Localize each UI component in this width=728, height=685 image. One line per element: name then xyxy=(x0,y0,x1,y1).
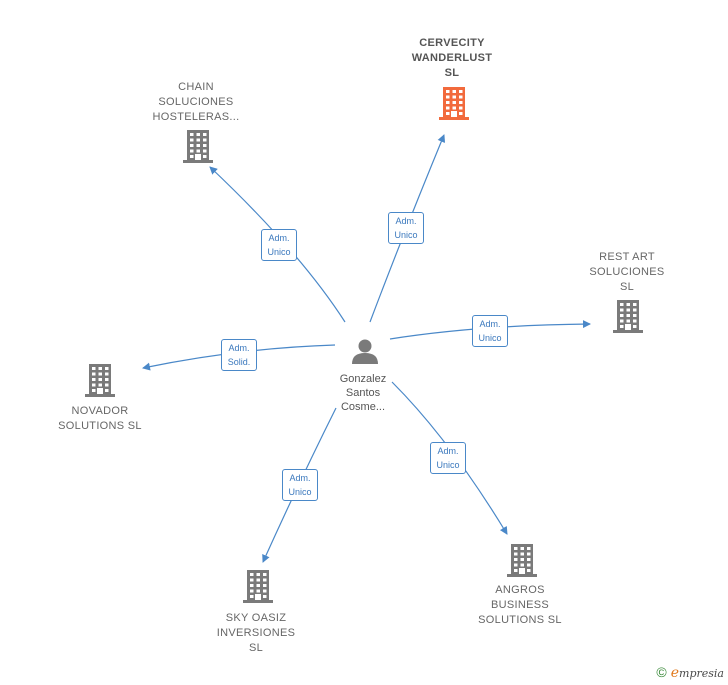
brand-watermark: ©empresia xyxy=(656,664,724,681)
brand-logo-name: mpresia xyxy=(679,667,724,680)
company-name-restart[interactable]: REST ART SOLUCIONES SL xyxy=(589,251,665,293)
person-icon xyxy=(352,339,378,364)
relation-label-cervecity[interactable]: Adm. Unico xyxy=(388,212,424,244)
company-name-angros[interactable]: ANGROS BUSINESS SOLUTIONS SL xyxy=(478,584,562,626)
relation-label-angros[interactable]: Adm. Unico xyxy=(430,442,466,474)
company-name-cervecity[interactable]: CERVECITY WANDERLUST SL xyxy=(411,37,493,79)
building-icon-restart xyxy=(613,300,643,333)
brand-logo-initial: e xyxy=(670,665,680,681)
relation-label-novador[interactable]: Adm. Solid. xyxy=(221,339,257,371)
building-icon-cervecity xyxy=(439,87,469,120)
person-name[interactable]: Gonzalez Santos Cosme... xyxy=(339,373,387,413)
company-name-chain[interactable]: CHAIN SOLUCIONES HOSTELERAS... xyxy=(152,81,240,123)
relation-label-chain[interactable]: Adm. Unico xyxy=(261,229,297,261)
building-icon-chain xyxy=(183,130,213,163)
company-name-novador[interactable]: NOVADOR SOLUTIONS SL xyxy=(58,405,142,432)
building-icon-novador xyxy=(85,364,115,397)
copyright-symbol: © xyxy=(656,664,667,680)
relation-label-skyoasiz[interactable]: Adm. Unico xyxy=(282,469,318,501)
company-name-skyoasiz[interactable]: SKY OASIZ INVERSIONES SL xyxy=(216,612,296,654)
building-icon-angros xyxy=(507,544,537,577)
building-icon-skyoasiz xyxy=(243,570,273,603)
relation-label-restart[interactable]: Adm. Unico xyxy=(472,315,508,347)
